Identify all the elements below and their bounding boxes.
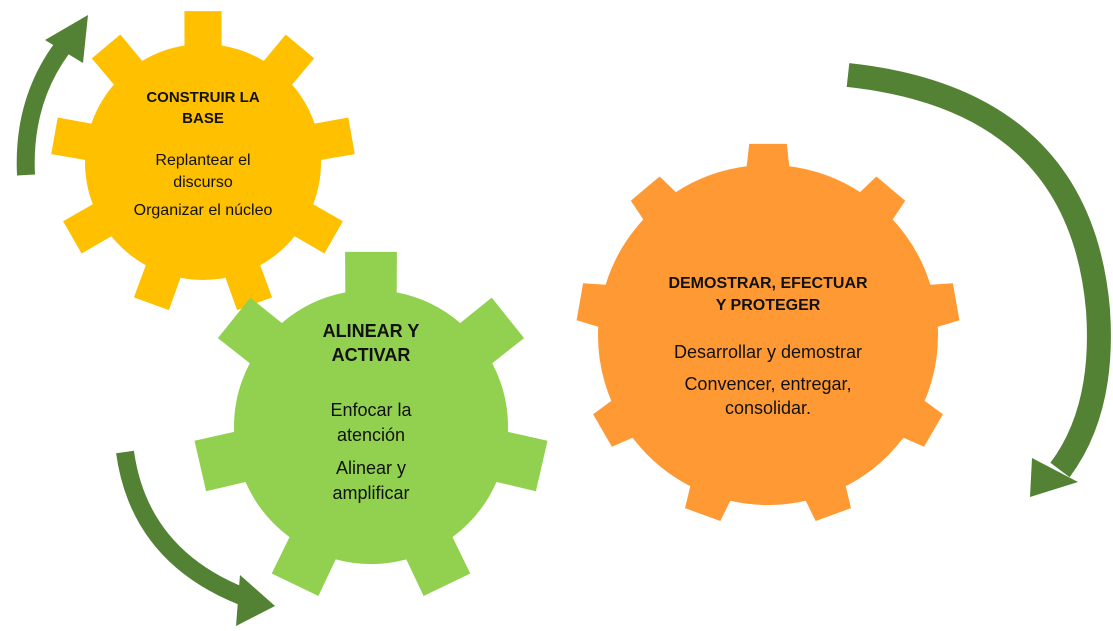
gear-demostrar-body-line: consolidar. bbox=[725, 398, 811, 418]
gear-alinear-body-line: amplificar bbox=[332, 483, 409, 503]
gear-alinear-shape bbox=[194, 251, 548, 596]
gear-construir-shape bbox=[51, 11, 355, 311]
text-layer: CONSTRUIR LA BASE Replantear el discursoOrg… bbox=[134, 89, 868, 503]
gear-demostrar-body-line: Desarrollar y demostrar bbox=[674, 342, 862, 362]
arrow-top-left-head bbox=[45, 15, 88, 63]
arrow-bottom-left-head bbox=[236, 575, 275, 626]
gear-demostrar-title-line: DEMOSTRAR, EFECTUAR bbox=[668, 275, 868, 292]
gear-construir-title-line: CONSTRUIR LA bbox=[146, 89, 259, 106]
gear-alinear-body-line: Alinear y bbox=[336, 458, 406, 478]
gear-construir-body-line: Organizar el núcleo bbox=[134, 202, 273, 219]
gear-construir-body-line: discurso bbox=[173, 174, 233, 191]
gear-construir-body-line: Replantear el bbox=[155, 152, 250, 169]
curved-arrow-icon bbox=[116, 450, 275, 626]
gear-demostrar-body-line: Convencer, entregar, bbox=[684, 374, 851, 394]
gear-construir-title-line: BASE bbox=[182, 110, 224, 127]
curved-arrow-icon bbox=[846, 63, 1111, 497]
gear-demostrar-title-line: Y PROTEGER bbox=[716, 297, 821, 314]
gear-alinear-title-line: ALINEAR Y bbox=[323, 321, 420, 341]
arrow-top-left-shaft bbox=[16, 32, 77, 176]
gear-demostrar-shape bbox=[576, 143, 960, 521]
gear-alinear-title-line: ACTIVAR bbox=[332, 345, 411, 365]
arrow-right-shaft bbox=[846, 63, 1111, 478]
arrow-right-head bbox=[1030, 458, 1078, 497]
curved-arrow-icon bbox=[16, 15, 88, 176]
gear-alinear-body-line: atención bbox=[337, 425, 405, 445]
arrows-layer bbox=[16, 15, 1111, 626]
arrow-bottom-left-shaft bbox=[116, 450, 256, 609]
gear-alinear-body-line: Enfocar la bbox=[330, 400, 412, 420]
gears-layer bbox=[51, 11, 960, 596]
